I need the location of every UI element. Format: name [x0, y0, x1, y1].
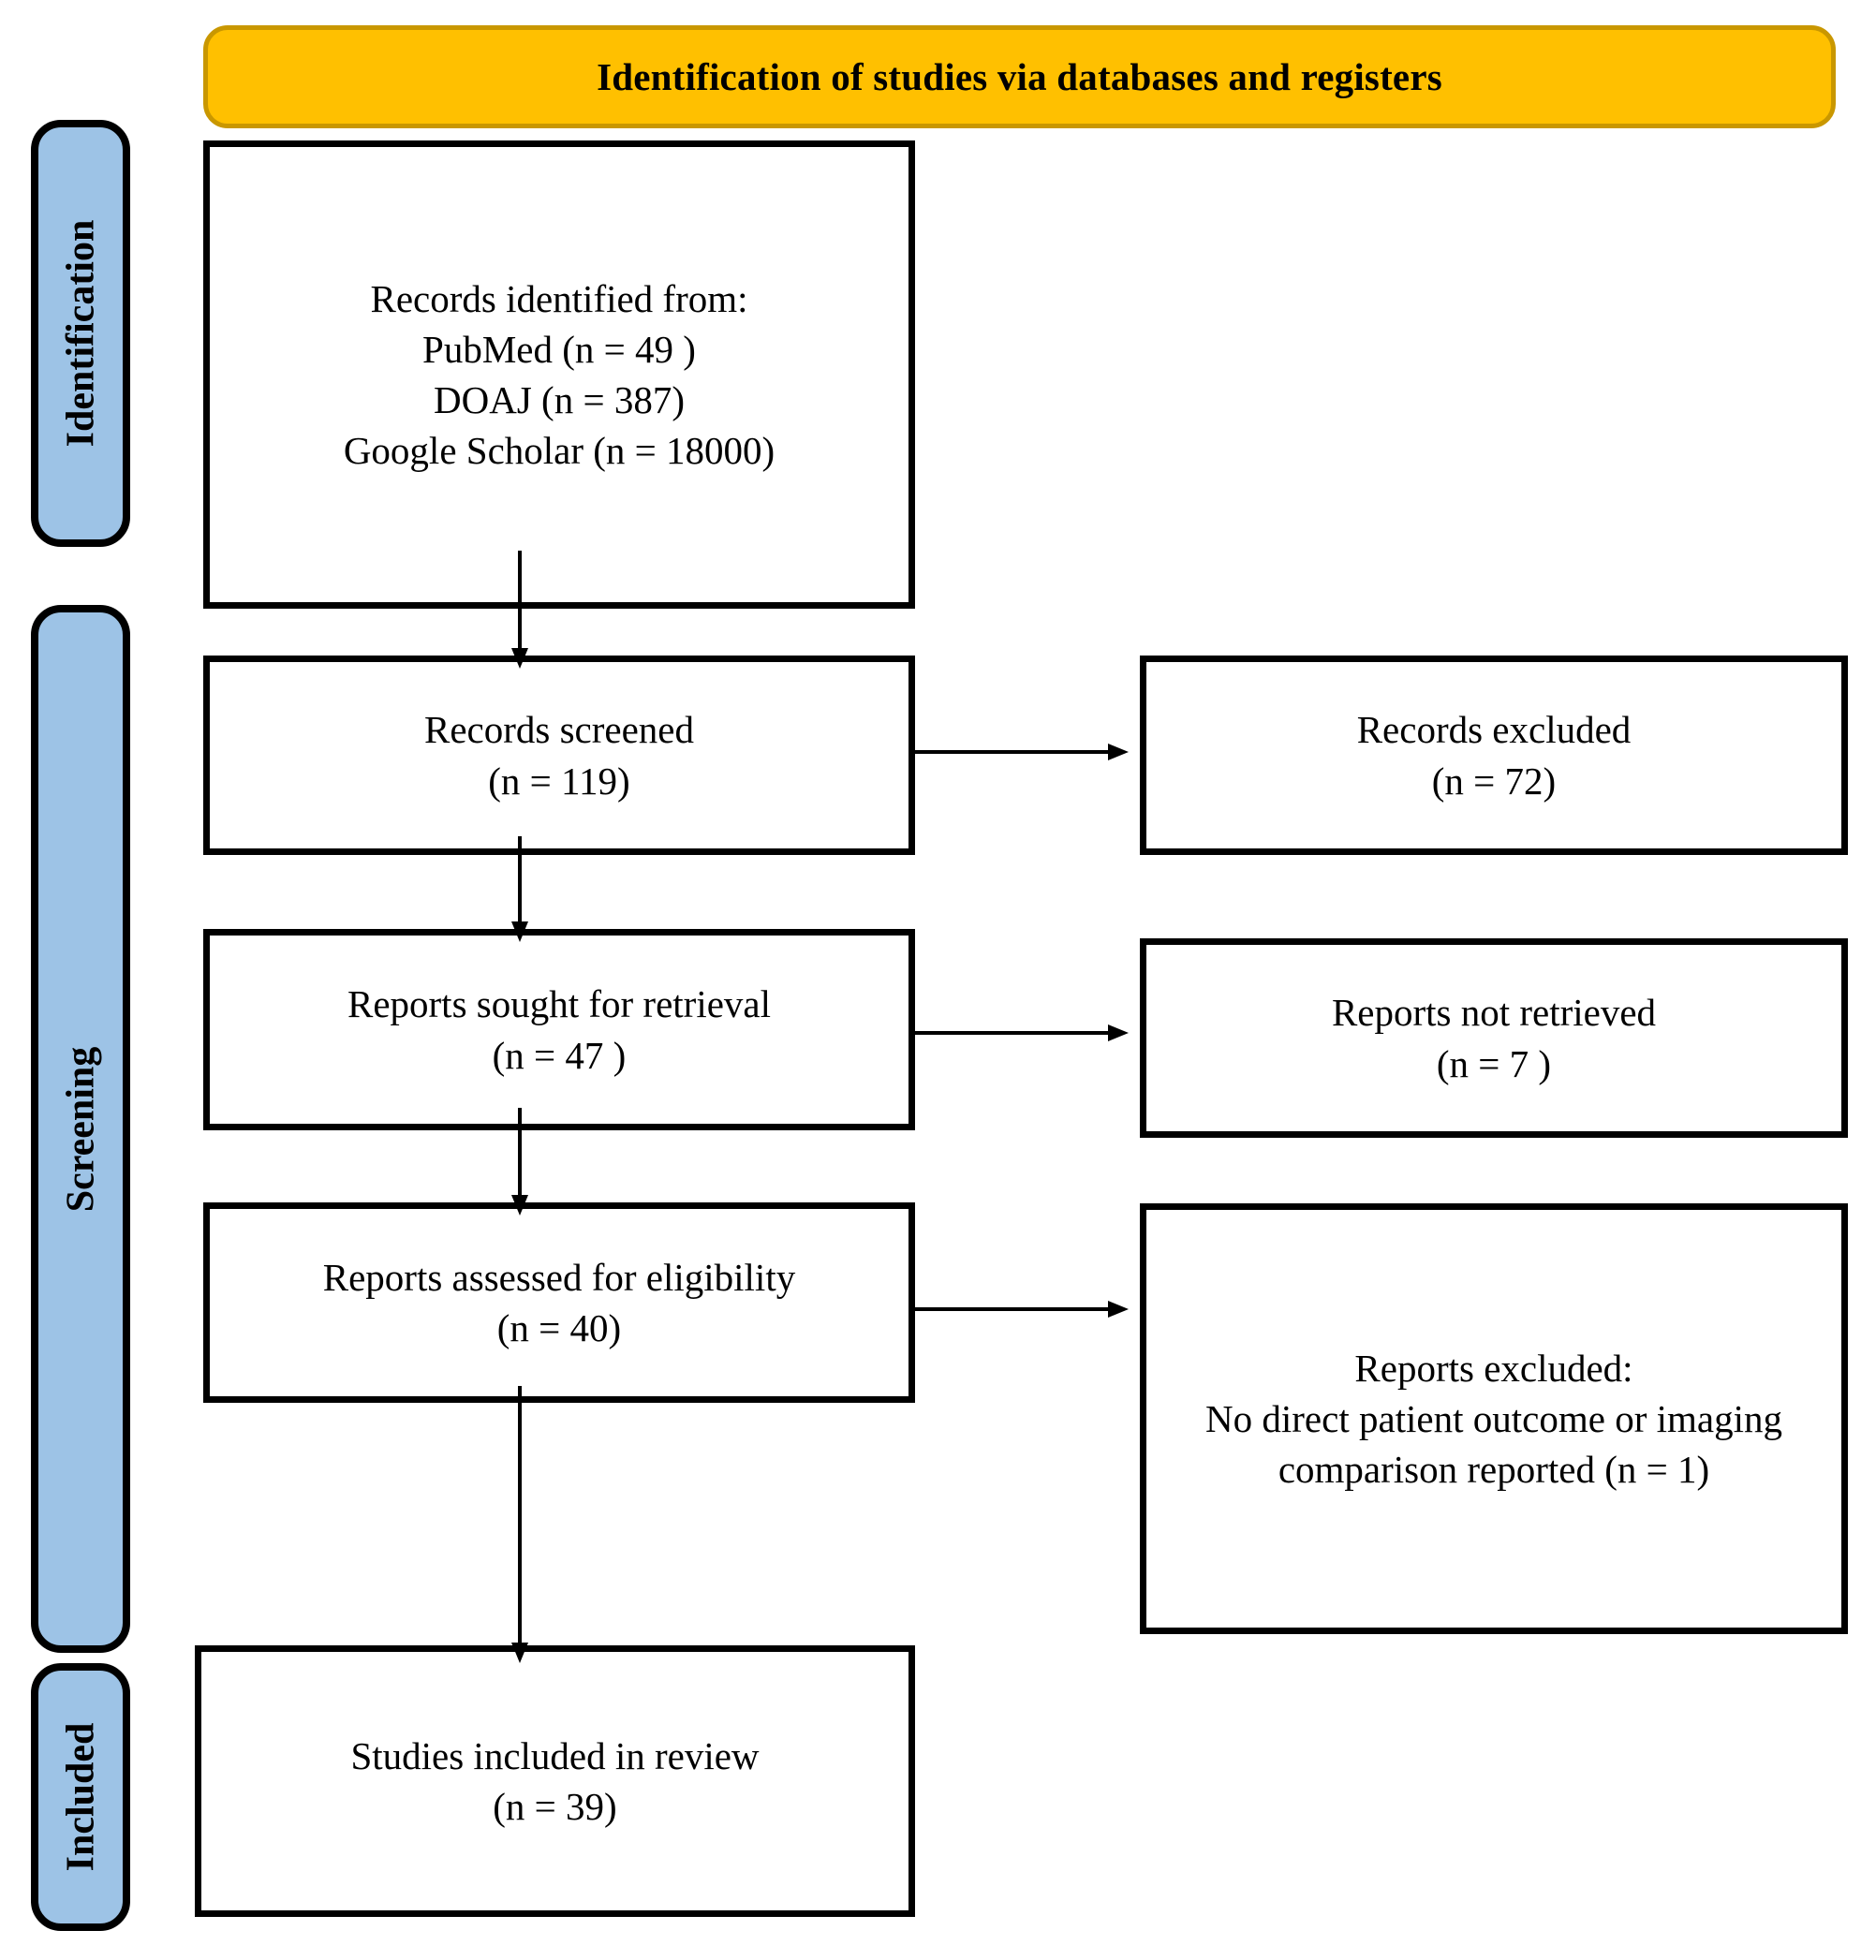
box-records-excluded: Records excluded (n = 72) — [1140, 656, 1848, 855]
box-records-identified: Records identified from: PubMed (n = 49 … — [203, 140, 915, 609]
box-text-line: PubMed (n = 49 ) — [422, 327, 696, 371]
box-text-line: Reports excluded: — [1354, 1346, 1633, 1390]
stage-included-label: Included — [59, 1722, 103, 1872]
stage-screening: Screening — [31, 605, 130, 1653]
arrow-down-assessed-to-included — [511, 1386, 528, 1663]
box-text-line: Studies included in review — [350, 1733, 760, 1777]
box-text-line: Records identified from: — [370, 276, 748, 320]
box-reports-assessed: Reports assessed for eligibility (n = 40… — [203, 1202, 915, 1403]
box-records-screened: Records screened (n = 119) — [203, 656, 915, 855]
box-text-line: (n = 72) — [1431, 759, 1557, 803]
box-text-line: (n = 119) — [488, 759, 630, 803]
arrow-right-assessed-to-excluded — [913, 1301, 1129, 1318]
stage-screening-label: Screening — [59, 1046, 102, 1212]
stage-included: Included — [31, 1663, 130, 1931]
arrow-right-sought-to-not-retrieved — [913, 1024, 1129, 1041]
box-text-line: (n = 39) — [493, 1785, 617, 1828]
box-text-line: Reports sought for retrieval — [347, 982, 772, 1026]
box-text-line: (n = 7 ) — [1436, 1041, 1552, 1085]
box-text-line: (n = 47 ) — [492, 1033, 627, 1077]
banner-title: Identification of studies via databases … — [597, 55, 1442, 98]
box-text-line: Reports assessed for eligibility — [322, 1255, 796, 1299]
banner: Identification of studies via databases … — [203, 25, 1836, 128]
box-reports-sought: Reports sought for retrieval (n = 47 ) — [203, 929, 915, 1130]
box-text-line: DOAJ (n = 387) — [434, 378, 685, 421]
stage-identification-label: Identification — [59, 219, 103, 448]
box-text-line: No direct patient outcome or imaging — [1205, 1396, 1782, 1440]
box-text-line: (n = 40) — [496, 1306, 622, 1349]
box-reports-not-retrieved: Reports not retrieved (n = 7 ) — [1140, 938, 1848, 1138]
arrow-right-screened-to-excluded — [913, 744, 1129, 760]
box-reports-excluded: Reports excluded: No direct patient outc… — [1140, 1203, 1848, 1634]
box-studies-included: Studies included in review (n = 39) — [195, 1645, 915, 1917]
box-text-line: Reports not retrieved — [1331, 991, 1657, 1035]
box-text-line: Records excluded — [1356, 708, 1632, 752]
stage-identification: Identification — [31, 120, 130, 547]
box-text-line: Records screened — [423, 708, 694, 752]
box-text-line: comparison reported (n = 1) — [1278, 1448, 1710, 1492]
box-text-line: Google Scholar (n = 18000) — [343, 429, 776, 473]
